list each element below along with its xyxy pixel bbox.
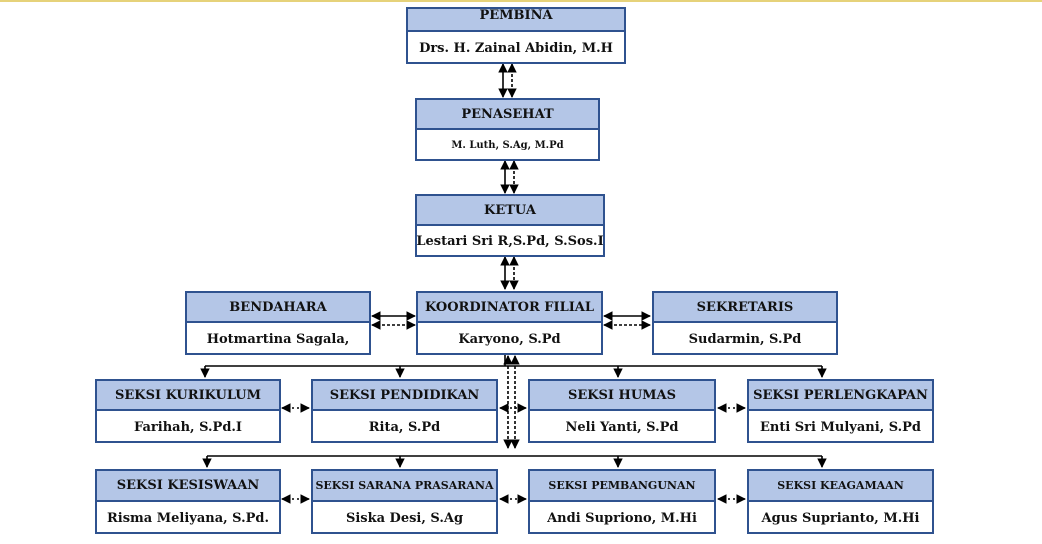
node-seksi-kesiswaan-title: SEKSI KESISWAAN — [97, 471, 279, 502]
node-seksi-humas: SEKSI HUMAS Neli Yanti, S.Pd — [528, 379, 716, 443]
node-seksi-sarana-prasarana-name: Siska Desi, S.Ag — [345, 510, 464, 526]
node-seksi-kurikulum-name: Farihah, S.Pd.I — [133, 419, 243, 435]
node-pembina-title: PEMBINA — [408, 9, 624, 32]
node-sekretaris-name: Sudarmin, S.Pd — [688, 331, 802, 347]
node-seksi-humas-name: Neli Yanti, S.Pd — [565, 419, 679, 435]
node-seksi-keagamaan-name: Agus Suprianto, M.Hi — [761, 510, 920, 526]
node-seksi-pembangunan: SEKSI PEMBANGUNAN Andi Supriono, M.Hi — [528, 469, 716, 534]
node-seksi-kurikulum-title: SEKSI KURIKULUM — [97, 381, 279, 411]
node-seksi-pendidikan-name: Rita, S.Pd — [368, 419, 441, 435]
node-ketua-name: Lestari Sri R,S.Pd, S.Sos.I — [417, 234, 603, 249]
node-seksi-perlengkapan-title: SEKSI PERLENGKAPAN — [749, 381, 932, 411]
node-seksi-pembangunan-name: Andi Supriono, M.Hi — [547, 510, 697, 526]
node-pembina: PEMBINA Drs. H. Zainal Abidin, M.H — [406, 7, 626, 64]
node-seksi-pendidikan: SEKSI PENDIDIKAN Rita, S.Pd — [311, 379, 498, 443]
node-penasehat-name: M. Luth, S.Ag, M.Pd — [451, 140, 564, 151]
node-koordinator: KOORDINATOR FILIAL Karyono, S.Pd — [416, 291, 603, 355]
node-seksi-kesiswaan-name: Risma Meliyana, S.Pd. — [106, 510, 270, 526]
node-koordinator-name: Karyono, S.Pd — [458, 331, 561, 347]
node-seksi-sarana-prasarana-title: SEKSI SARANA PRASARANA — [313, 471, 496, 502]
node-seksi-keagamaan: SEKSI KEAGAMAAN Agus Suprianto, M.Hi — [747, 469, 934, 534]
node-bendahara-name: Hotmartina Sagala, — [206, 331, 350, 347]
node-pembina-name: Drs. H. Zainal Abidin, M.H — [419, 40, 613, 56]
node-bendahara: BENDAHARA Hotmartina Sagala, — [185, 291, 371, 355]
node-seksi-perlengkapan-name: Enti Sri Mulyani, S.Pd — [759, 419, 922, 435]
node-seksi-kurikulum: SEKSI KURIKULUM Farihah, S.Pd.I — [95, 379, 281, 443]
node-seksi-keagamaan-title: SEKSI KEAGAMAAN — [749, 471, 932, 502]
node-seksi-pendidikan-title: SEKSI PENDIDIKAN — [313, 381, 496, 411]
node-seksi-humas-title: SEKSI HUMAS — [530, 381, 714, 411]
node-koordinator-title: KOORDINATOR FILIAL — [418, 293, 601, 323]
node-penasehat: PENASEHAT M. Luth, S.Ag, M.Pd — [415, 98, 600, 161]
node-seksi-sarana-prasarana: SEKSI SARANA PRASARANA Siska Desi, S.Ag — [311, 469, 498, 534]
node-bendahara-title: BENDAHARA — [187, 293, 369, 323]
node-penasehat-title: PENASEHAT — [417, 100, 598, 130]
node-sekretaris-title: SEKRETARIS — [654, 293, 836, 323]
node-sekretaris: SEKRETARIS Sudarmin, S.Pd — [652, 291, 838, 355]
node-ketua: KETUA Lestari Sri R,S.Pd, S.Sos.I — [415, 194, 605, 257]
top-rule — [0, 0, 1042, 2]
node-seksi-kesiswaan: SEKSI KESISWAAN Risma Meliyana, S.Pd. — [95, 469, 281, 534]
node-seksi-pembangunan-title: SEKSI PEMBANGUNAN — [530, 471, 714, 502]
node-seksi-perlengkapan: SEKSI PERLENGKAPAN Enti Sri Mulyani, S.P… — [747, 379, 934, 443]
node-ketua-title: KETUA — [417, 196, 603, 226]
